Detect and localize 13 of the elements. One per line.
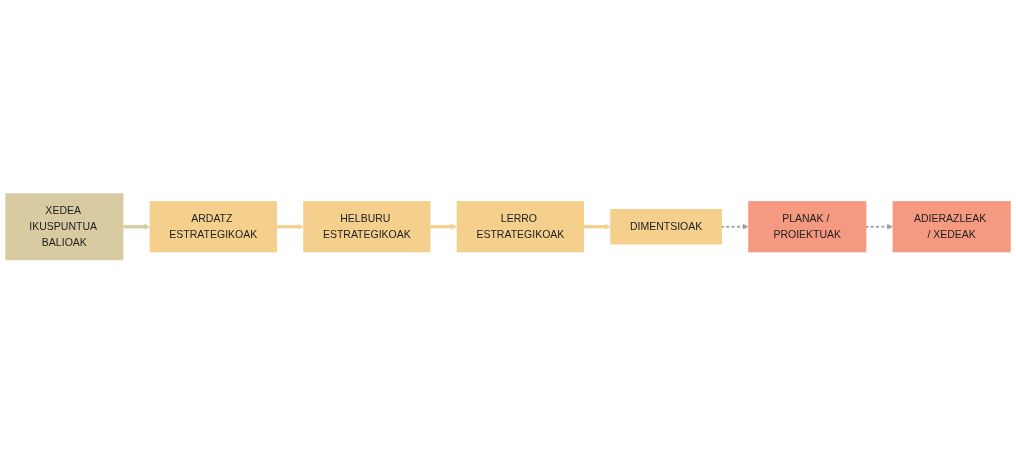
node-box: HELBURU ESTRATEGIKOAK <box>303 201 431 253</box>
arrow <box>430 224 457 230</box>
node-box: LERRO ESTRATEGIKOAK <box>456 201 584 253</box>
arrow <box>584 224 611 230</box>
arrow <box>721 224 749 230</box>
arrow <box>123 224 150 230</box>
arrow <box>276 224 304 230</box>
node-box: ADIERAZLEAK / XEDEAK <box>892 201 1011 253</box>
node-box: DIMENTSIOAK <box>610 209 722 245</box>
node-box: XEDEA IKUSPUNTUA BALIOAK <box>5 193 124 261</box>
node-box: PLANAK / PROIEKTUAK <box>748 201 867 253</box>
arrow <box>865 224 893 230</box>
node-box: ARDATZ ESTRATEGIKOAK <box>149 201 277 253</box>
